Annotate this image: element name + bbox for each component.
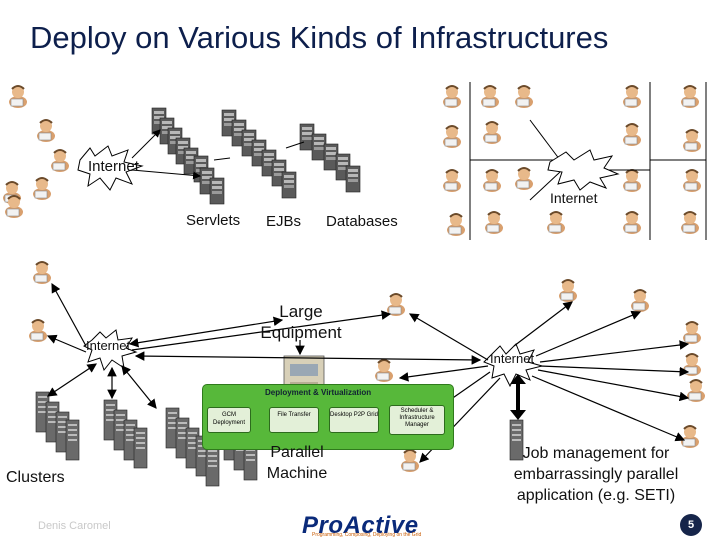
internet-label-top-right: Internet — [550, 190, 597, 206]
servlets-label: Servlets — [186, 212, 240, 229]
users-top-left — [3, 86, 69, 218]
job-management-label: Job management for embarrassingly parall… — [490, 443, 702, 506]
page-number-badge: 5 — [680, 514, 702, 536]
deploy-item-p2p-grid: Desktop P2P Grid — [329, 407, 379, 433]
deploy-item-scheduler: Scheduler & Infrastructure Manager — [389, 405, 445, 435]
users-bottom-left — [29, 262, 51, 342]
internet-label-mid-left: Internet — [86, 338, 130, 353]
deployment-box: Deployment & Virtualization GCM Deployme… — [202, 384, 454, 450]
large-equipment-label: Large Equipment — [246, 301, 356, 343]
deployment-box-title: Deployment & Virtualization — [265, 388, 371, 397]
internet-cloud-top-right — [548, 150, 618, 190]
clusters-label: Clusters — [6, 469, 65, 487]
parallel-machine-label: Parallel Machine — [252, 442, 342, 484]
internet-label-mid-right: Internet — [490, 351, 534, 366]
footer-author: Denis Caromel — [38, 520, 111, 532]
internet-label-top-left: Internet — [88, 158, 139, 175]
databases-label: Databases — [326, 213, 398, 230]
proactive-logo-tagline: Programming, Composing, Deploying on the… — [312, 532, 421, 538]
server-racks-top — [152, 108, 360, 204]
ejbs-label: EJBs — [266, 213, 301, 230]
deploy-item-gcm: GCM Deployment — [207, 407, 251, 433]
deploy-item-file-transfer: File Transfer — [269, 407, 319, 433]
